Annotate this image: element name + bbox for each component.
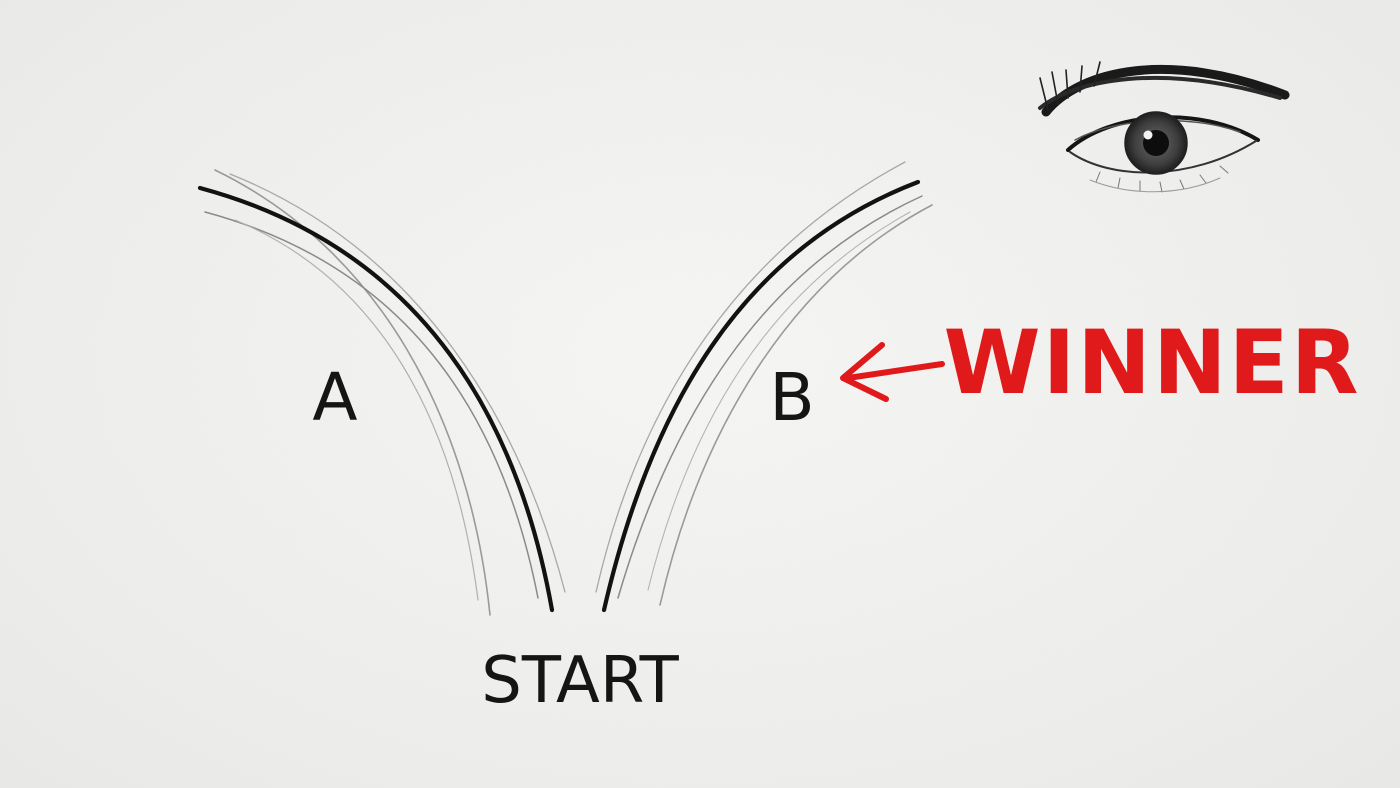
- branch-b-sketch-line: [595, 161, 906, 593]
- branch-b-main-line: [601, 179, 921, 613]
- branch-b-sketch-line: [647, 211, 911, 591]
- branch-a-sketch-line: [214, 169, 491, 616]
- branch-b-sketch-line: [617, 195, 923, 599]
- label-winner: WINNER: [944, 311, 1361, 414]
- eye-icon: [1038, 61, 1290, 193]
- label-start: START: [481, 644, 679, 718]
- branch-b: [595, 161, 933, 613]
- branch-a-main-line: [197, 185, 555, 613]
- branch-a: [197, 169, 566, 616]
- arrow-left-icon: [840, 342, 945, 402]
- label-path-b: B: [769, 359, 814, 436]
- branch-a-sketch-line: [204, 211, 539, 599]
- branch-a-sketch-line: [234, 219, 479, 601]
- branch-b-sketch-line: [659, 204, 933, 606]
- branch-a-sketch-line: [229, 173, 566, 593]
- label-path-a: A: [312, 359, 357, 436]
